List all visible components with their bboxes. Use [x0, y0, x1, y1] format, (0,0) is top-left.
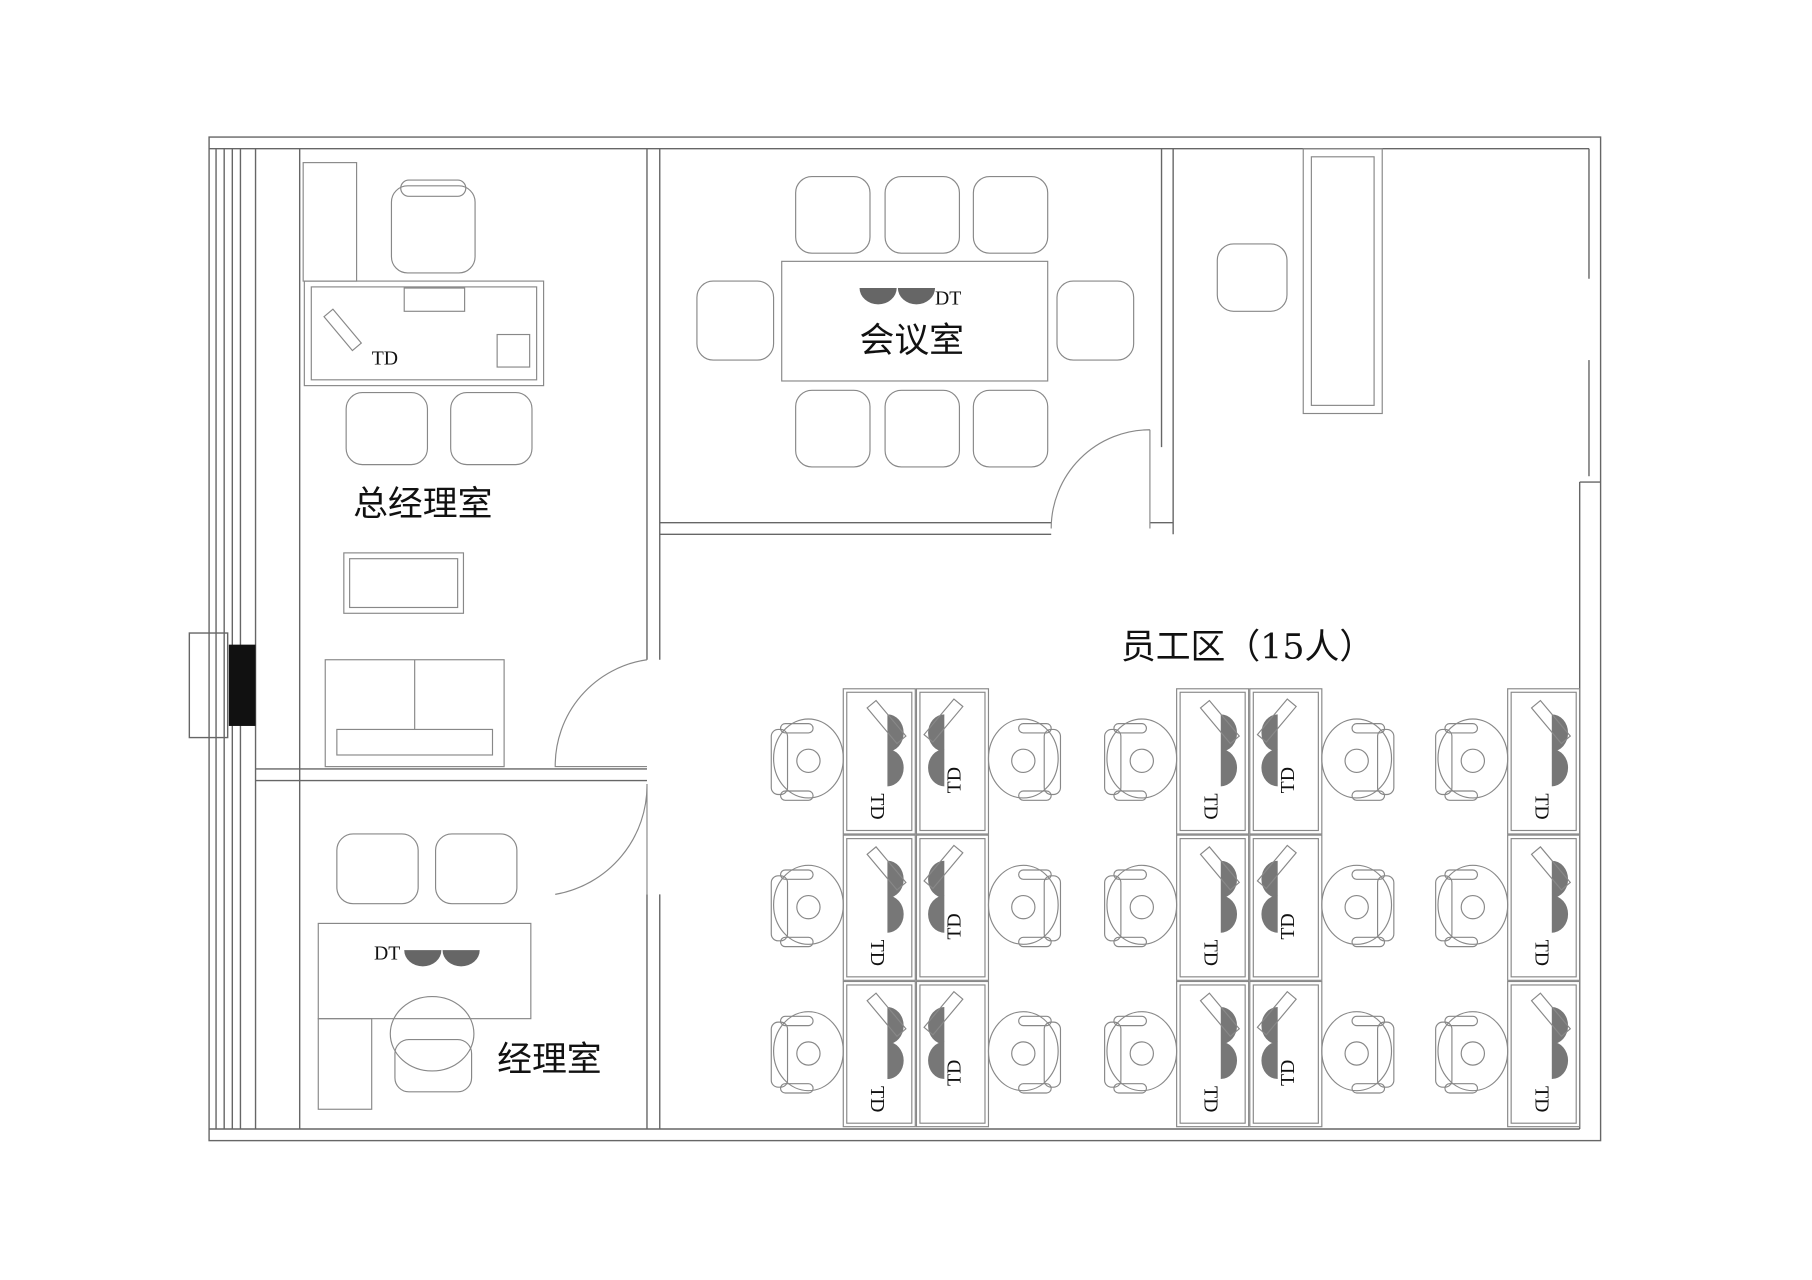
room-label-meeting-room: 会议室 [860, 321, 965, 361]
workstation-tag: TD [866, 1086, 888, 1112]
chair-icon [1104, 1021, 1122, 1088]
workstations: TD TD TD TD TD TD TD TD TD TD TD TD TD TD TD [770, 688, 1581, 1128]
chair-icon [1435, 1021, 1453, 1088]
workstation: TD [1435, 688, 1581, 835]
workstation: TD [915, 980, 1062, 1128]
workstation: TD [915, 688, 1062, 835]
person-icon [1321, 718, 1393, 799]
workstation-tag: TD [1200, 940, 1222, 966]
workstation-tag: TD [866, 793, 888, 819]
person-icon [987, 1011, 1059, 1092]
room-label-gm-office: 总经理室 [353, 485, 492, 525]
manager-office-furniture [317, 833, 532, 1110]
workstation-tag: TD [1277, 1060, 1299, 1086]
workstation-tag: TD [1200, 793, 1222, 819]
workstation-tag: TD [1531, 940, 1553, 966]
room-label-manager-office: 经理室 [497, 1040, 602, 1080]
workstation: TD [1249, 980, 1395, 1128]
workstation: TD [1104, 688, 1250, 835]
gm-office-furniture [302, 162, 545, 768]
chair-icon [1376, 728, 1395, 796]
chair-icon [770, 875, 789, 942]
chair-icon [1435, 875, 1453, 942]
gm-desk-tag: TD [372, 348, 398, 370]
workstation: TD [770, 980, 916, 1128]
person-icon [1437, 1011, 1509, 1092]
workstation-tag: TD [944, 1060, 966, 1086]
workstation-tag: TD [1277, 913, 1299, 939]
chair-icon [1104, 875, 1122, 942]
workstation-tag: TD [944, 913, 966, 939]
person-icon [773, 864, 844, 945]
chair-icon [1104, 728, 1122, 796]
walls [188, 136, 1602, 1142]
workstation: TD [1435, 834, 1581, 981]
chair-icon [770, 1021, 789, 1088]
manager-desk-tag: DT [374, 942, 400, 964]
person-icon [1106, 864, 1178, 945]
workstation-tag: TD [1200, 1086, 1222, 1112]
chair-icon [770, 728, 789, 796]
workstation: TD [1435, 980, 1581, 1128]
person-icon [773, 718, 844, 799]
room-label-staff-area: 员工区（15人） [1121, 628, 1374, 668]
person-icon [987, 864, 1059, 945]
chair-icon [1043, 875, 1062, 942]
workstation: TD [1249, 834, 1395, 981]
workstation: TD [770, 688, 916, 835]
chair-icon [1043, 728, 1062, 796]
chair-icon [1376, 875, 1395, 942]
workstation: TD [1104, 980, 1250, 1128]
meeting-room-furniture [696, 175, 1135, 468]
person-icon [1437, 718, 1509, 799]
meeting-table-tag: DT [935, 287, 961, 309]
workstation-tag: TD [944, 767, 966, 793]
person-icon [1437, 864, 1509, 945]
person-icon [1106, 718, 1178, 799]
person-icon [1321, 864, 1393, 945]
reception-furniture [1216, 148, 1383, 415]
chair-icon [1376, 1021, 1395, 1088]
workstation: TD [915, 834, 1062, 981]
person-icon [987, 718, 1059, 799]
person-icon [1321, 1011, 1393, 1092]
chair-icon [1043, 1021, 1062, 1088]
workstation-tag: TD [1277, 767, 1299, 793]
column-block [228, 644, 256, 726]
workstation-tag: TD [1531, 793, 1553, 819]
person-icon [1106, 1011, 1178, 1092]
workstation: TD [1249, 688, 1395, 835]
chair-icon [1435, 728, 1453, 796]
workstation: TD [1104, 834, 1250, 981]
workstation-tag: TD [866, 940, 888, 966]
person-icon [773, 1011, 844, 1092]
workstation: TD [770, 834, 916, 981]
workstation-tag: TD [1531, 1086, 1553, 1112]
